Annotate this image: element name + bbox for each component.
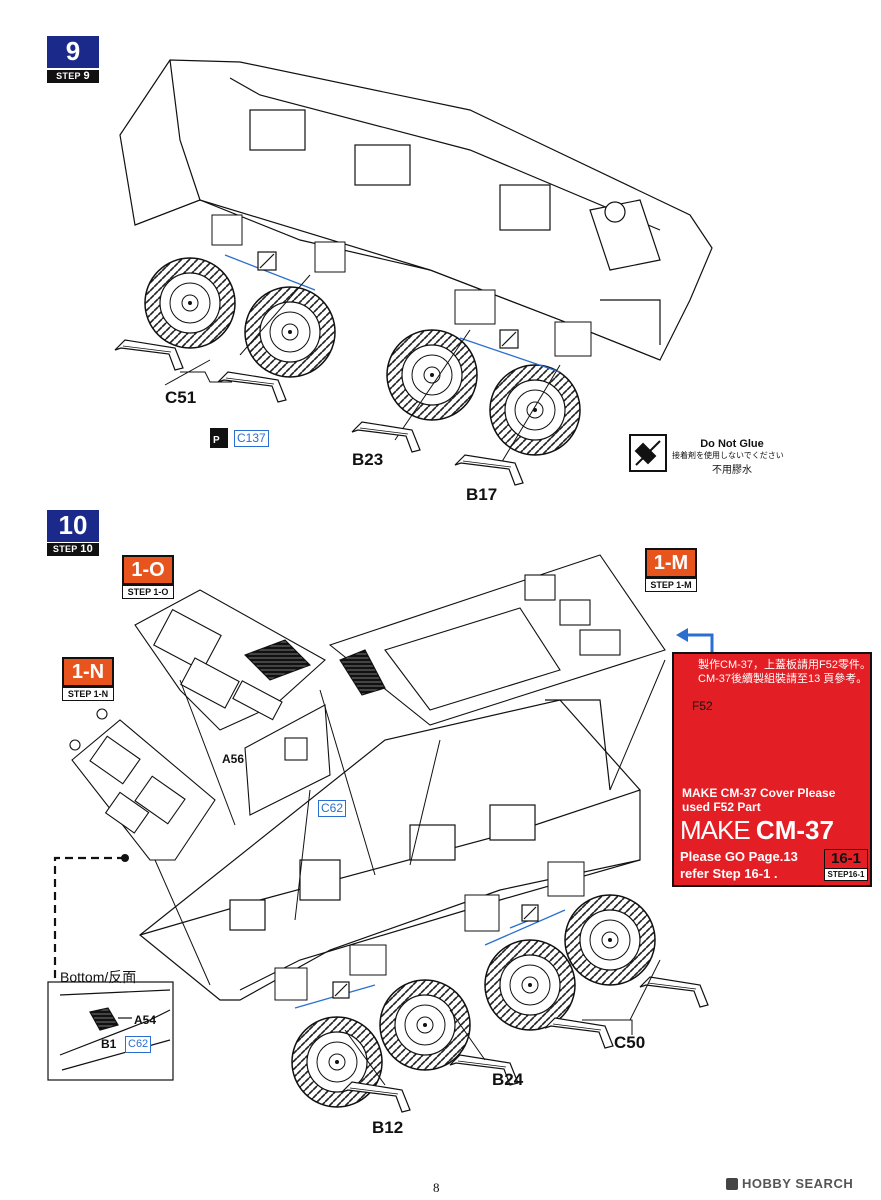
- note-make-word: MAKE: [680, 815, 756, 845]
- part-b23: B23: [352, 450, 384, 469]
- no-glue-cn: 不用膠水: [712, 465, 752, 476]
- substep-1-m-tag: STEP 1-M: [645, 578, 697, 592]
- page-number: 8: [433, 1180, 440, 1195]
- part-a56: A56: [222, 752, 245, 766]
- step10-tag-num: 10: [80, 543, 94, 555]
- step10-hull-drawing: [139, 699, 641, 1001]
- note-en-line2: used F52 Part: [682, 800, 761, 814]
- bottom-inset-title: Bottom/反面: [60, 969, 137, 985]
- substep-1-n-tag-prefix: STEP: [67, 689, 94, 699]
- step9-tag: STEP 9: [47, 70, 99, 83]
- substep-1-o-tag: STEP 1-O: [122, 585, 174, 599]
- no-glue-jp: 接着剤を使用しないでください: [672, 451, 784, 460]
- cement-ref-c62: C62: [318, 800, 347, 817]
- cm37-note-panel: 製作CM-37，上蓋板請用F52零件。 CM-37後續製組裝請至13 頁參考。 …: [672, 652, 872, 887]
- cement-ref-c62-bottom: C62: [125, 1036, 152, 1053]
- part-b17: B17: [466, 485, 498, 504]
- note-go-page: Please GO Page.13: [680, 849, 798, 864]
- note-ref-tag-prefix: STEP: [827, 870, 849, 879]
- substep-1-m-tag-num: 1-M: [676, 580, 692, 590]
- note-ref-tag-num: 16-1: [848, 870, 865, 879]
- step9-number: 9: [47, 36, 99, 68]
- part-b24: B24: [492, 1070, 524, 1089]
- note-f52-label: F52: [692, 699, 713, 713]
- substep-1-o-tag-num: 1-O: [153, 587, 169, 597]
- note-cn-line1: 製作CM-37，上蓋板請用F52零件。: [698, 659, 871, 671]
- step9-hull-drawing: [119, 59, 713, 361]
- step9-tag-num: 9: [83, 70, 90, 82]
- note-ref-step-box: 16-1 STEP16-1: [824, 849, 868, 881]
- substep-1-m-number: 1-M: [645, 548, 697, 578]
- note-refer-step: refer Step 16-1 .: [680, 866, 778, 881]
- no-glue-legend: Do Not Glue 接着剤を使用しないでください 不用膠水: [672, 438, 802, 476]
- no-glue-en: Do Not Glue: [700, 438, 764, 450]
- step10-tag-prefix: STEP: [52, 544, 81, 554]
- substep-1-m-tag-prefix: STEP: [650, 580, 677, 590]
- note-make-model: CM-37: [755, 815, 834, 845]
- note-ref-step-tag: STEP16-1: [824, 869, 868, 881]
- substep-1-o-tag-prefix: STEP: [127, 587, 154, 597]
- cement-ref-c137: C137: [234, 430, 269, 447]
- step10-number: 10: [47, 510, 99, 542]
- part-b1: B1: [101, 1037, 117, 1051]
- part-a54: A54: [134, 1013, 157, 1027]
- note-make-cm37: MAKE CM-37: [680, 816, 834, 844]
- step10-tag: STEP 10: [47, 543, 99, 556]
- substep-1-n-tag: STEP 1-N: [62, 687, 114, 701]
- watermark-text: HOBBY SEARCH: [742, 1176, 854, 1191]
- substep-1-o-number: 1-O: [122, 555, 174, 585]
- step9-tag-prefix: STEP: [56, 71, 84, 81]
- substep-1-n-number: 1-N: [62, 657, 114, 687]
- part-b12: B12: [372, 1118, 404, 1137]
- note-cn-line2: CM-37後續製組裝請至13 頁參考。: [698, 673, 868, 685]
- note-ref-step-number: 16-1: [824, 849, 868, 869]
- no-glue-icon-shape: [629, 434, 667, 472]
- part-c50: C50: [614, 1033, 646, 1052]
- note-en-line1: MAKE CM-37 Cover Please: [682, 786, 836, 800]
- part-c51: C51: [165, 388, 197, 407]
- svg-text:P: P: [213, 435, 220, 446]
- substep-1-n-tag-num: 1-N: [93, 689, 109, 699]
